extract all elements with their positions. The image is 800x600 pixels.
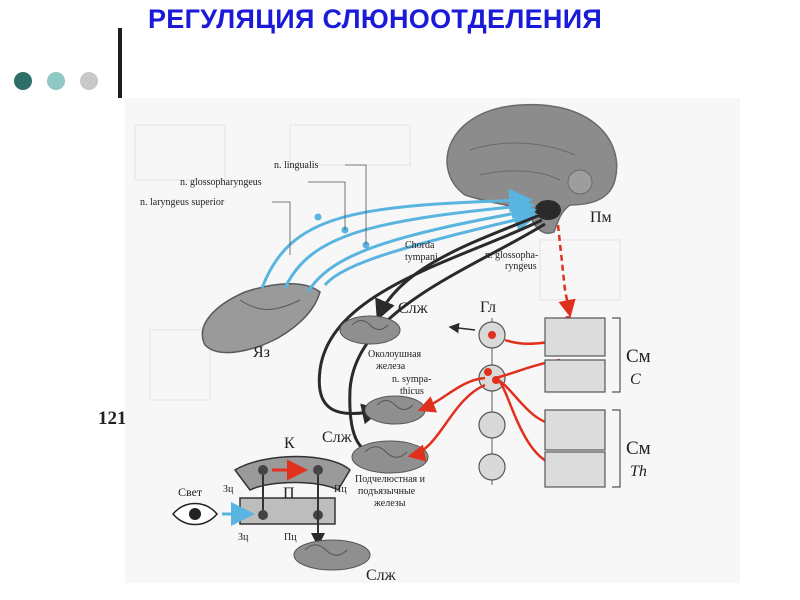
tongue-label: Яз <box>253 344 270 361</box>
label-parotid-2: железа <box>375 361 406 372</box>
page-number: 121 <box>98 408 127 429</box>
afferent-pathways <box>260 188 539 293</box>
dot-dark <box>14 72 32 90</box>
label-laryngeus: n. laryngeus superior <box>140 197 225 208</box>
spinal-c-label: См <box>626 346 651 367</box>
label-parotid-1: Околоушная <box>368 349 422 360</box>
submandibular-gland-upper <box>364 395 426 425</box>
label-submandibular-2: подъязычные <box>358 486 416 497</box>
label-glosso2-line2: ryngeus <box>505 261 537 272</box>
title-divider <box>118 28 122 98</box>
label-leaders <box>272 164 367 255</box>
label-submandibular-3: железы <box>373 498 406 509</box>
label-chorda-line2: tympani <box>405 252 438 263</box>
label-lingualis: n. lingualis <box>274 160 319 171</box>
label-sympathicus-1: n. sympa- <box>392 374 431 385</box>
pc-bottom-label: Пц <box>284 532 297 543</box>
medulla-label: Пм <box>590 209 612 226</box>
label-submandibular-1: Подчелюстная и <box>355 474 426 485</box>
label-chorda-line1: Chorda <box>405 240 435 251</box>
reflex-subcortex <box>239 475 336 547</box>
label-glossopharyngeus: n. glossopharyngeus <box>180 177 262 188</box>
gland-label-bottom: Слж <box>366 567 397 584</box>
submandibular-gland-lower <box>351 440 429 474</box>
label-glosso2-line1: n. glossopha- <box>485 250 538 261</box>
spinal-brackets <box>612 317 621 488</box>
efferent-pathways <box>317 213 546 467</box>
reflex-gland <box>293 539 371 571</box>
medulla-nucleus <box>535 200 561 220</box>
dot-mid <box>47 72 65 90</box>
dot-light <box>80 72 98 90</box>
gland-label-top: Слж <box>398 300 429 317</box>
zc-bottom-label: Зц <box>238 532 249 543</box>
spinal-c-sub: C <box>630 371 641 388</box>
spinal-th-label: См <box>626 438 651 459</box>
subcortex-label: П <box>283 485 295 502</box>
parotid-gland <box>339 315 401 345</box>
tongue <box>201 283 321 354</box>
eye-icon <box>172 502 255 526</box>
light-label: Свет <box>178 485 203 499</box>
ganglion-label: Гл <box>480 299 496 316</box>
spinal-cord-segments <box>544 317 606 488</box>
spinal-th-sub: Th <box>630 463 647 480</box>
zc-top-label: Зц <box>223 484 234 495</box>
label-sympathicus-2: thicus <box>400 386 424 397</box>
pc-top-label: Пц <box>334 484 347 495</box>
slide-title: РЕГУЛЯЦИЯ СЛЮНООТДЕЛЕНИЯ <box>148 4 603 34</box>
cortex-label: К <box>284 435 295 452</box>
gland-label-mid: Слж <box>322 429 353 446</box>
